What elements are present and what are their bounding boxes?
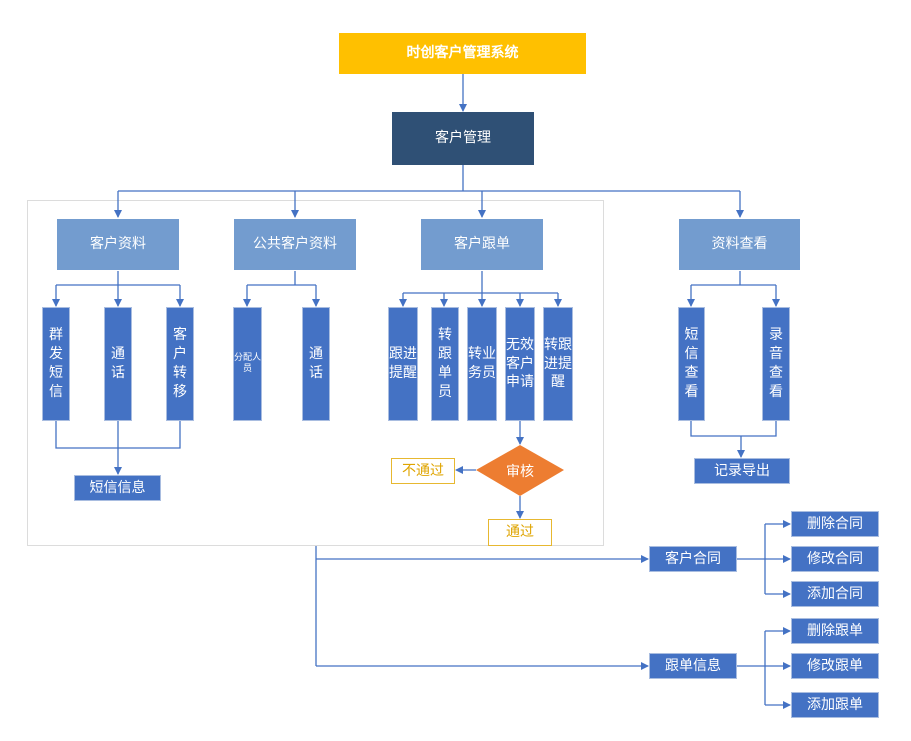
node-invalid-customer-request: 无效 客户 申请 [505, 307, 535, 421]
node-add-follow: 添加跟单 [791, 692, 879, 718]
node-mass-sms: 群 发 短 信 [42, 307, 70, 421]
node-info-view: 资料查看 [678, 218, 801, 271]
node-follow-record: 跟单信息 [649, 653, 737, 679]
node-rejected: 不通过 [391, 458, 455, 484]
node-transfer-salesperson: 转业 务员 [467, 307, 497, 421]
node-public-call: 通 话 [302, 307, 330, 421]
node-transfer-follow-reminder: 转跟 进提 醒 [543, 307, 573, 421]
connector [690, 421, 777, 437]
node-call: 通 话 [104, 307, 132, 421]
node-edit-follow: 修改跟单 [791, 653, 879, 679]
node-follow-reminder: 跟进 提醒 [388, 307, 418, 421]
node-public-customer-info: 公共客户资料 [233, 218, 357, 271]
decision-label: 审核 [506, 464, 534, 480]
node-edit-contract: 修改合同 [791, 546, 879, 572]
system-title: 时创客户管理系统 [339, 33, 586, 74]
node-delete-contract: 删除合同 [791, 511, 879, 537]
node-sms-view: 短 信 查 看 [678, 307, 705, 421]
group-frame [27, 200, 604, 546]
node-sms-info: 短信信息 [74, 475, 161, 501]
node-customer-info: 客户资料 [56, 218, 180, 271]
node-customer-contract: 客户合同 [649, 546, 737, 572]
node-approved: 通过 [488, 519, 552, 546]
node-add-contract: 添加合同 [791, 581, 879, 607]
root-node: 客户管理 [392, 112, 534, 165]
node-recording-view: 录 音 查 看 [762, 307, 790, 421]
node-assign-staff: 分配人 员 [233, 307, 262, 421]
node-customer-transfer: 客 户 转 移 [166, 307, 194, 421]
node-customer-follow-up: 客户跟单 [420, 218, 544, 271]
decision-diamond [476, 445, 564, 496]
node-record-export: 记录导出 [694, 458, 790, 484]
node-delete-follow: 删除跟单 [791, 618, 879, 644]
node-transfer-follower: 转 跟 单 员 [431, 307, 459, 421]
